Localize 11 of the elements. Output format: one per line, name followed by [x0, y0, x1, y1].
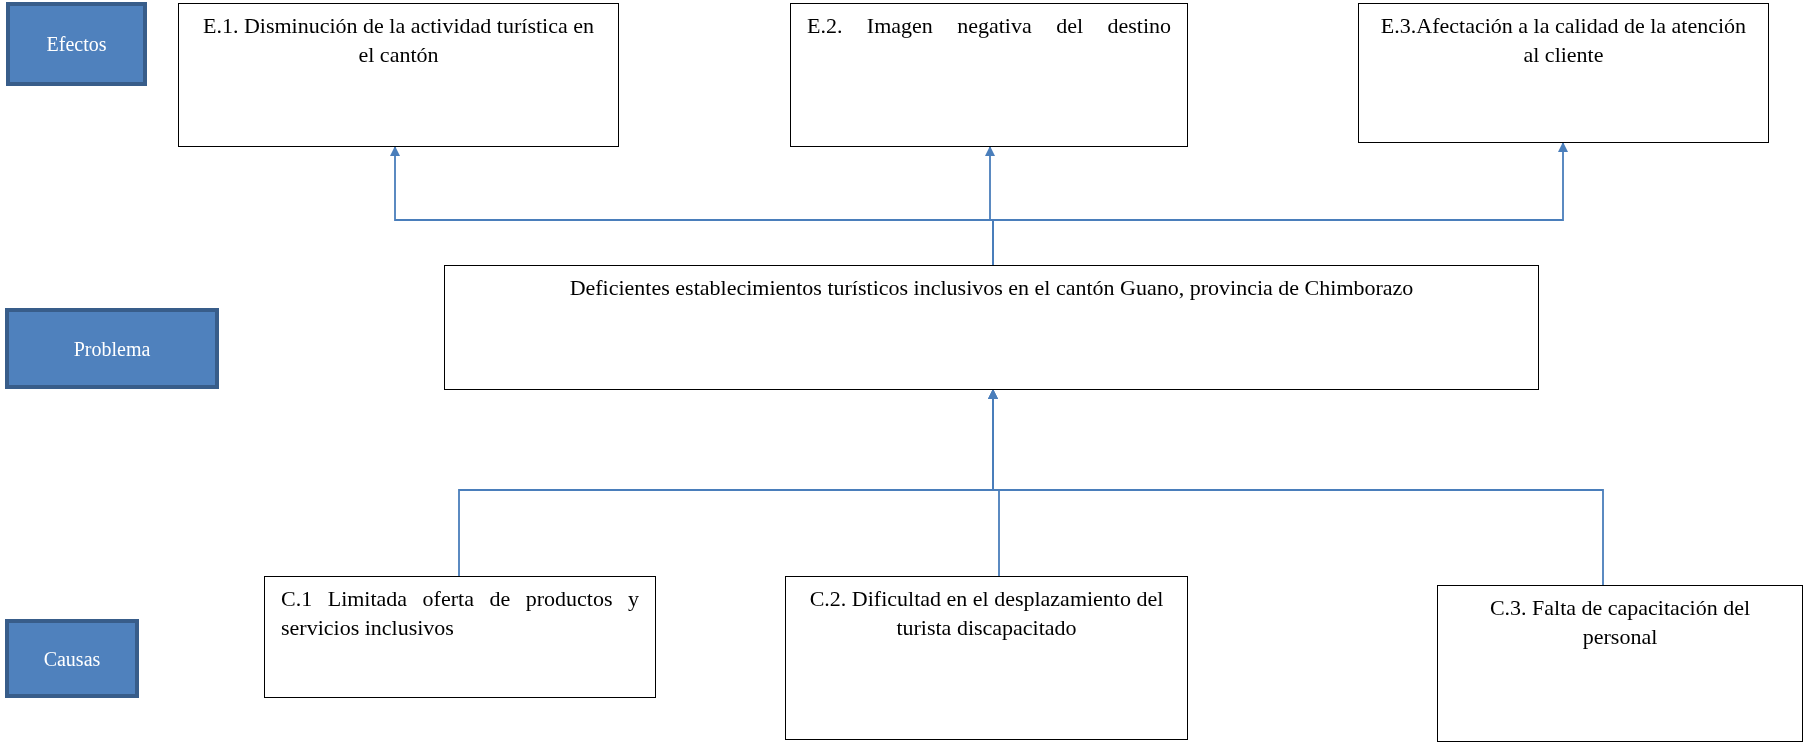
text-box: C.3. Falta de capacitación del personal	[1437, 585, 1803, 742]
text-box: E.2. Imagen negativa del destino	[790, 3, 1188, 147]
text-box: C.1 Limitada oferta de productos y servicios inclusivos	[264, 576, 656, 698]
section-label: Problema	[5, 308, 219, 389]
text-box: E.3.Afectación a la calidad de la atención al cliente	[1358, 3, 1769, 143]
section-label: Causas	[5, 619, 139, 698]
text-box: C.2. Dificultad en el desplazamiento del turista discapacitado	[785, 576, 1188, 740]
section-label: Efectos	[6, 2, 147, 86]
arrow	[988, 389, 1604, 586]
text-box: E.1. Disminución de la actividad turística en el cantón	[178, 3, 619, 147]
text-box: Deficientes establecimientos turísticos inclusivos en el cantón Guano, provincia de Chimborazo	[444, 265, 1539, 390]
